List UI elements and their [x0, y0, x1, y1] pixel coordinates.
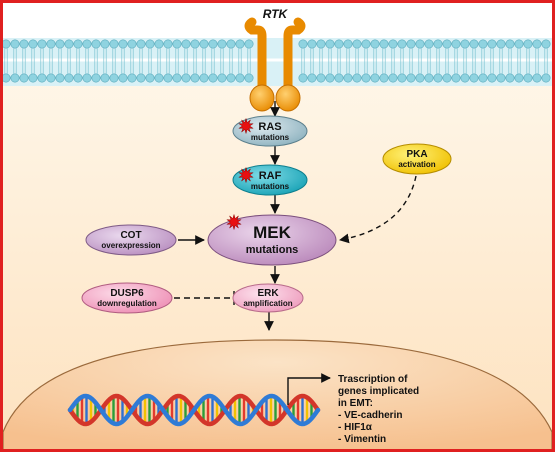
arrow-transcription-start — [287, 373, 331, 405]
pka-node: PKA activation — [382, 143, 452, 175]
mek-sublabel: mutations — [246, 244, 299, 256]
transcription-line-1: Trascription of — [338, 374, 408, 385]
transcription-line-6: - Vimentin — [338, 434, 386, 445]
mutation-star-raf — [237, 166, 255, 184]
ras-sublabel: mutations — [251, 133, 290, 142]
mek-label: MEK — [253, 223, 292, 242]
ras-label: RAS — [258, 121, 281, 133]
raf-sublabel: mutations — [251, 182, 290, 191]
dusp6-label: DUSP6 — [110, 288, 144, 299]
arrow-pka-to-mek — [339, 175, 417, 244]
rtk-label: RTK — [263, 7, 289, 21]
cot-sublabel: overexpression — [101, 241, 160, 250]
arrows — [174, 101, 417, 405]
erk-label: ERK — [257, 288, 279, 299]
transcription-line-5: - HIF1α — [338, 422, 373, 433]
dusp6-sublabel: downregulation — [97, 299, 157, 308]
transcription-line-2: genes implicated — [338, 386, 419, 397]
erk-sublabel: amplification — [243, 299, 292, 308]
ras-node: RAS mutations — [232, 115, 308, 147]
rtk-receptor — [244, 17, 306, 112]
cot-label: COT — [120, 230, 141, 241]
transcription-line-3: in EMT: — [338, 398, 373, 409]
extracellular-space — [3, 3, 552, 38]
dna-helix — [67, 393, 321, 427]
cot-node: COT overexpression — [85, 224, 177, 256]
transcription-line-4: - VE-cadherin — [338, 410, 402, 421]
pka-sublabel: activation — [398, 160, 435, 169]
raf-label: RAF — [259, 170, 282, 182]
cell-membrane — [1, 38, 552, 86]
receptor-arm-right — [275, 17, 306, 112]
receptor-arm-left — [244, 17, 275, 112]
mutation-star-mek — [225, 213, 243, 231]
raf-node: RAF mutations — [232, 164, 308, 196]
pka-label: PKA — [406, 149, 427, 160]
erk-node: ERK amplification — [232, 283, 304, 313]
dusp6-node: DUSP6 downregulation — [81, 282, 173, 314]
mutation-star-ras — [237, 117, 255, 135]
mek-node: MEK mutations — [207, 214, 337, 266]
transcription-text: Trascription of genes implicated in EMT:… — [338, 374, 419, 445]
